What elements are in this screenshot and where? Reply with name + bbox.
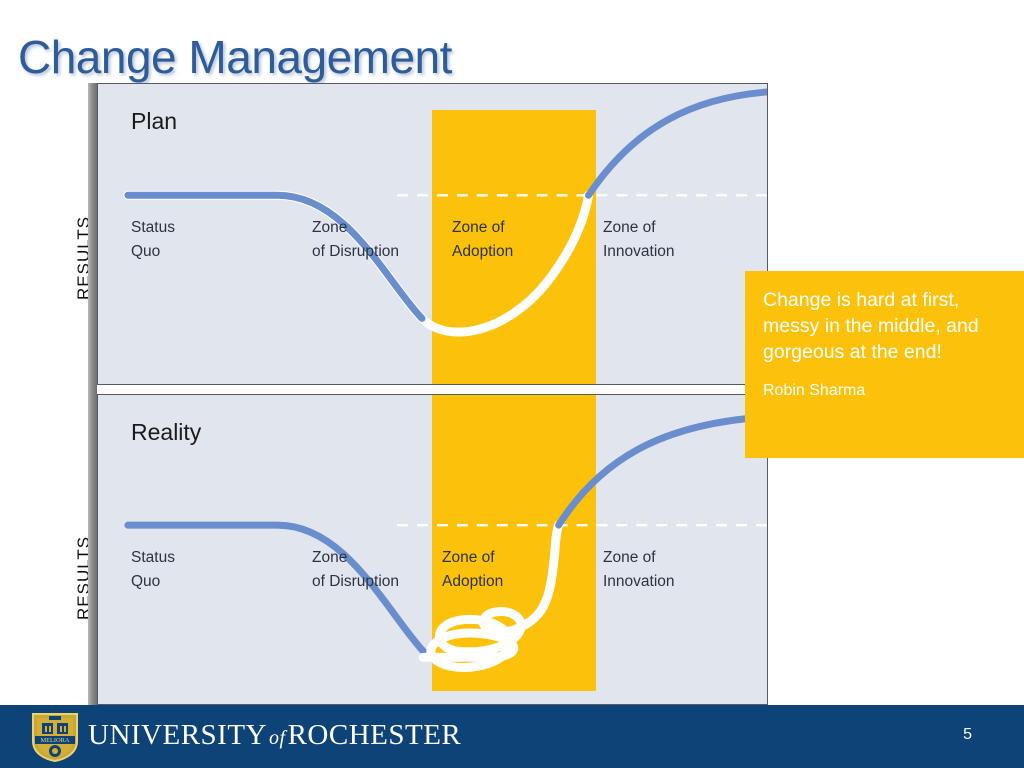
zone-label-disruption-reality: Zone of Disruption (312, 549, 400, 591)
wordmark-university: UNIVERSITY (88, 719, 267, 751)
zone-label-adoption-reality: Zone of Adoption (442, 549, 504, 591)
page-title: Change Management (18, 31, 452, 83)
panel-heading-plan: Plan (131, 108, 178, 134)
zone-label-status-quo-plan: Status Quo (131, 219, 175, 261)
quote-author: Robin Sharma (763, 382, 866, 400)
zone-label-adoption-plan: Zone of Adoption (452, 219, 514, 261)
zone-label-innovation-reality: Zone of Innovation (603, 549, 675, 591)
vertical-axis-bar (88, 83, 97, 705)
university-crest-icon: MELIORA (32, 713, 78, 763)
wordmark-rochester: ROCHESTER (287, 719, 462, 751)
plan-curve-rise (585, 88, 767, 199)
crest-motto-text: MELIORA (40, 737, 69, 744)
reality-curve-decline (124, 521, 431, 659)
panel-reality: Reality Status Quo Zone of Disruption Zo… (97, 394, 768, 705)
change-curve-diagram: Plan Status Quo Zone of Disruption Zone … (88, 83, 768, 705)
zone-label-status-quo-reality: Status Quo (131, 549, 175, 591)
plan-curve-graphic (123, 88, 767, 337)
plan-curve-decline (124, 191, 426, 322)
panel-plan: Plan Status Quo Zone of Disruption Zone … (97, 83, 768, 385)
quote-text: Change is hard at first, messy in the mi… (763, 289, 979, 364)
reality-curve-rise (555, 413, 767, 529)
page-number: 5 (963, 726, 972, 743)
zone-label-innovation-plan: Zone of Innovation (603, 219, 675, 261)
panel-heading-reality: Reality (131, 419, 202, 445)
reality-curve-tangle (418, 520, 564, 672)
zone-label-disruption-plan: Zone of Disruption (312, 219, 400, 261)
wordmark-of: of (269, 727, 286, 749)
quote-callout: Change is hard at first, messy in the mi… (745, 271, 1024, 458)
reality-curve-graphic (124, 413, 767, 672)
